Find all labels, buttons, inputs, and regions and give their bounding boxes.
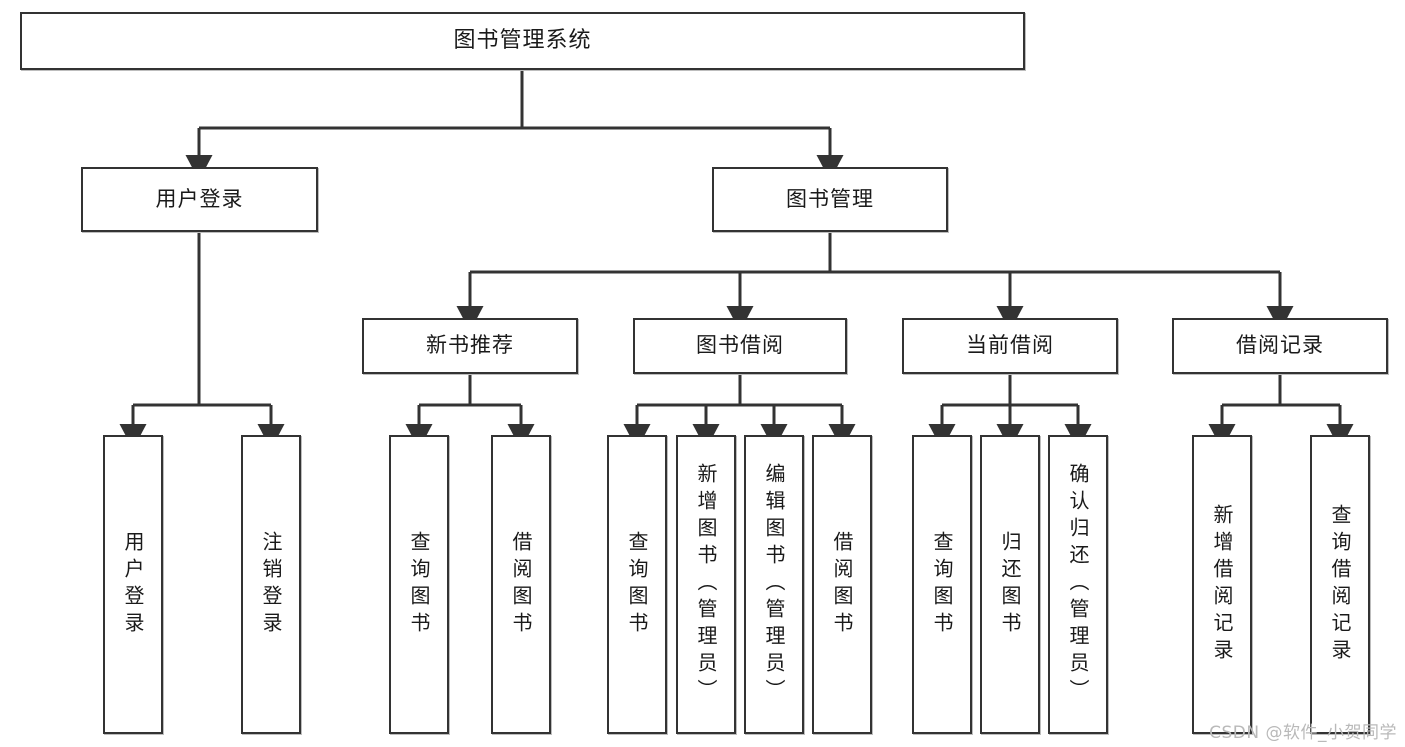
node-book-management[interactable]: 图书管理: [712, 167, 948, 232]
leaf-book-borrow-borrow[interactable]: 借阅图书: [812, 435, 872, 734]
leaf-book-borrow-add[interactable]: 新增图书（管理员）: [676, 435, 736, 734]
node-borrow-records[interactable]: 借阅记录: [1172, 318, 1388, 374]
leaf-new-book-borrow[interactable]: 借阅图书: [491, 435, 551, 734]
leaf-book-borrow-edit[interactable]: 编辑图书（管理员）: [744, 435, 804, 734]
leaf-current-borrow-confirm-return[interactable]: 确认归还（管理员）: [1048, 435, 1108, 734]
csdn-watermark: CSDN @软件_小贺同学: [1209, 723, 1397, 743]
node-new-book-recommend[interactable]: 新书推荐: [362, 318, 578, 374]
leaf-borrow-records-query[interactable]: 查询借阅记录: [1310, 435, 1370, 734]
node-user-login[interactable]: 用户登录: [81, 167, 318, 232]
leaf-book-borrow-query[interactable]: 查询图书: [607, 435, 667, 734]
node-current-borrow[interactable]: 当前借阅: [902, 318, 1118, 374]
leaf-new-book-query[interactable]: 查询图书: [389, 435, 449, 734]
node-root[interactable]: 图书管理系统: [20, 12, 1025, 70]
leaf-borrow-records-add[interactable]: 新增借阅记录: [1192, 435, 1252, 734]
leaf-current-borrow-return[interactable]: 归还图书: [980, 435, 1040, 734]
leaf-current-borrow-query[interactable]: 查询图书: [912, 435, 972, 734]
leaf-user-login-login[interactable]: 用户登录: [103, 435, 163, 734]
leaf-user-login-logout[interactable]: 注销登录: [241, 435, 301, 734]
node-book-borrow[interactable]: 图书借阅: [633, 318, 847, 374]
